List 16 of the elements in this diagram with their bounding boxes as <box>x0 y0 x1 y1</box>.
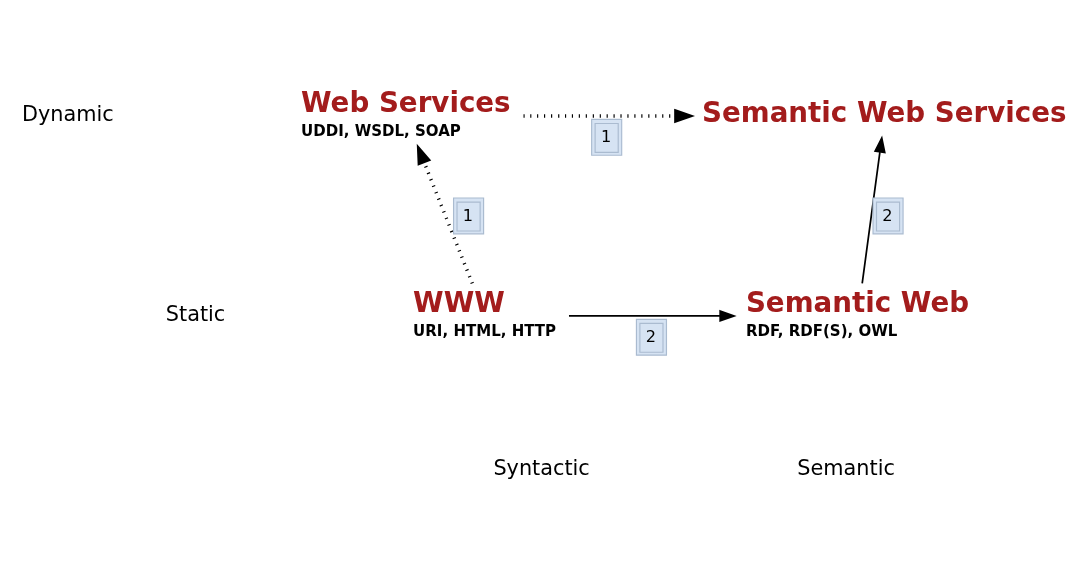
edge-label: 2 <box>882 205 893 225</box>
arrow <box>416 143 474 285</box>
edge-label: 1 <box>462 205 474 225</box>
node-text: Semantic Web RDF, RDF(S), OWL <box>745 285 970 340</box>
node-text: Web Services UDDI, WSDL, SOAP <box>301 85 511 141</box>
label: Dynamic <box>21 102 114 127</box>
label: Static <box>165 301 226 326</box>
node-text: Semantic Web Services <box>702 95 1067 129</box>
label: Semantic <box>797 455 895 480</box>
label: Syntactic <box>493 455 590 480</box>
node-text: WWW URI, HTML, HTTP <box>413 285 557 340</box>
arrow <box>861 135 886 285</box>
arrow <box>568 309 737 322</box>
edge-label: 1 <box>600 127 612 147</box>
arrow <box>523 108 695 124</box>
edge-label: 2 <box>645 327 656 347</box>
